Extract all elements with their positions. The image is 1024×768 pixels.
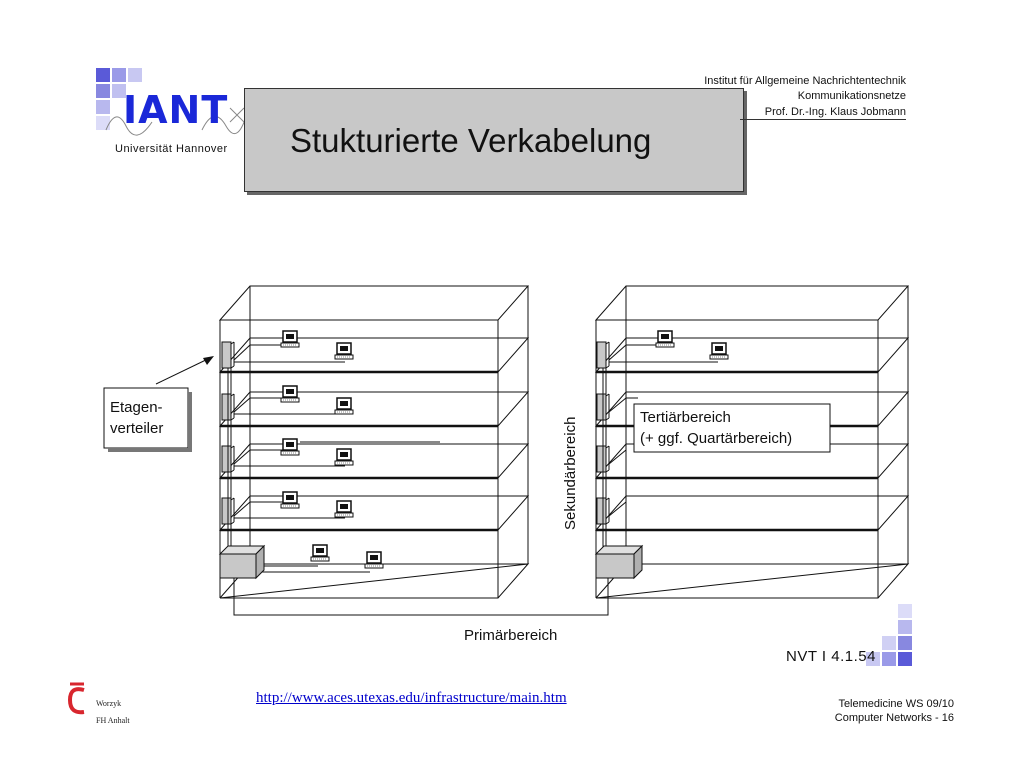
author-name: Worzyk — [96, 699, 122, 708]
author-affiliation: FH Anhalt — [96, 716, 130, 725]
logo-squares-graphic — [96, 68, 153, 136]
floor-distributor-label-line-2: verteiler — [110, 420, 163, 437]
primary-cable — [233, 578, 609, 616]
tertiary-label-line-1: Tertiärbereich — [640, 409, 731, 426]
primary-label: Primärbereich — [464, 627, 557, 644]
corner-squares-graphic — [866, 604, 912, 666]
reference-code: NVT I 4.1.54 — [786, 648, 876, 665]
logo-wave-graphic — [201, 107, 249, 135]
institute-line-1: Institut für Allgemeine Nachrichtentechn… — [704, 75, 906, 87]
institute-line-3: Prof. Dr.-Ing. Klaus Jobmann — [764, 106, 906, 118]
title-box — [244, 88, 744, 192]
secondary-label: Sekundärbereich — [562, 417, 579, 530]
tertiary-label-line-2: (+ ggf. Quartärbereich) — [640, 430, 792, 447]
arrow-line — [155, 356, 213, 385]
author-block: Worzyk FH Anhalt — [96, 695, 130, 729]
left-floors — [218, 337, 530, 532]
slide-title: Stukturierte Verkabelung — [290, 122, 652, 159]
course-info: Telemedicine WS 09/10 Computer Networks … — [835, 697, 954, 725]
institute-underline — [740, 119, 906, 120]
course-line-2: Computer Networks - 16 — [834, 712, 954, 724]
source-link[interactable]: http://www.aces.utexas.edu/infrastructur… — [256, 690, 567, 706]
arrow-head — [203, 356, 214, 365]
tertiary-box — [633, 403, 831, 453]
floor-distributor-label-line-1: Etagen- — [110, 399, 163, 416]
logo-text: IANT — [123, 88, 229, 132]
logo-subtitle: Universität Hannover — [115, 143, 228, 155]
fh-logo-icon — [67, 682, 85, 715]
institute-line-2: Kommunikationsnetze — [797, 90, 906, 102]
course-line-1: Telemedicine WS 09/10 — [838, 698, 954, 710]
floor-distributor-box — [103, 387, 189, 449]
